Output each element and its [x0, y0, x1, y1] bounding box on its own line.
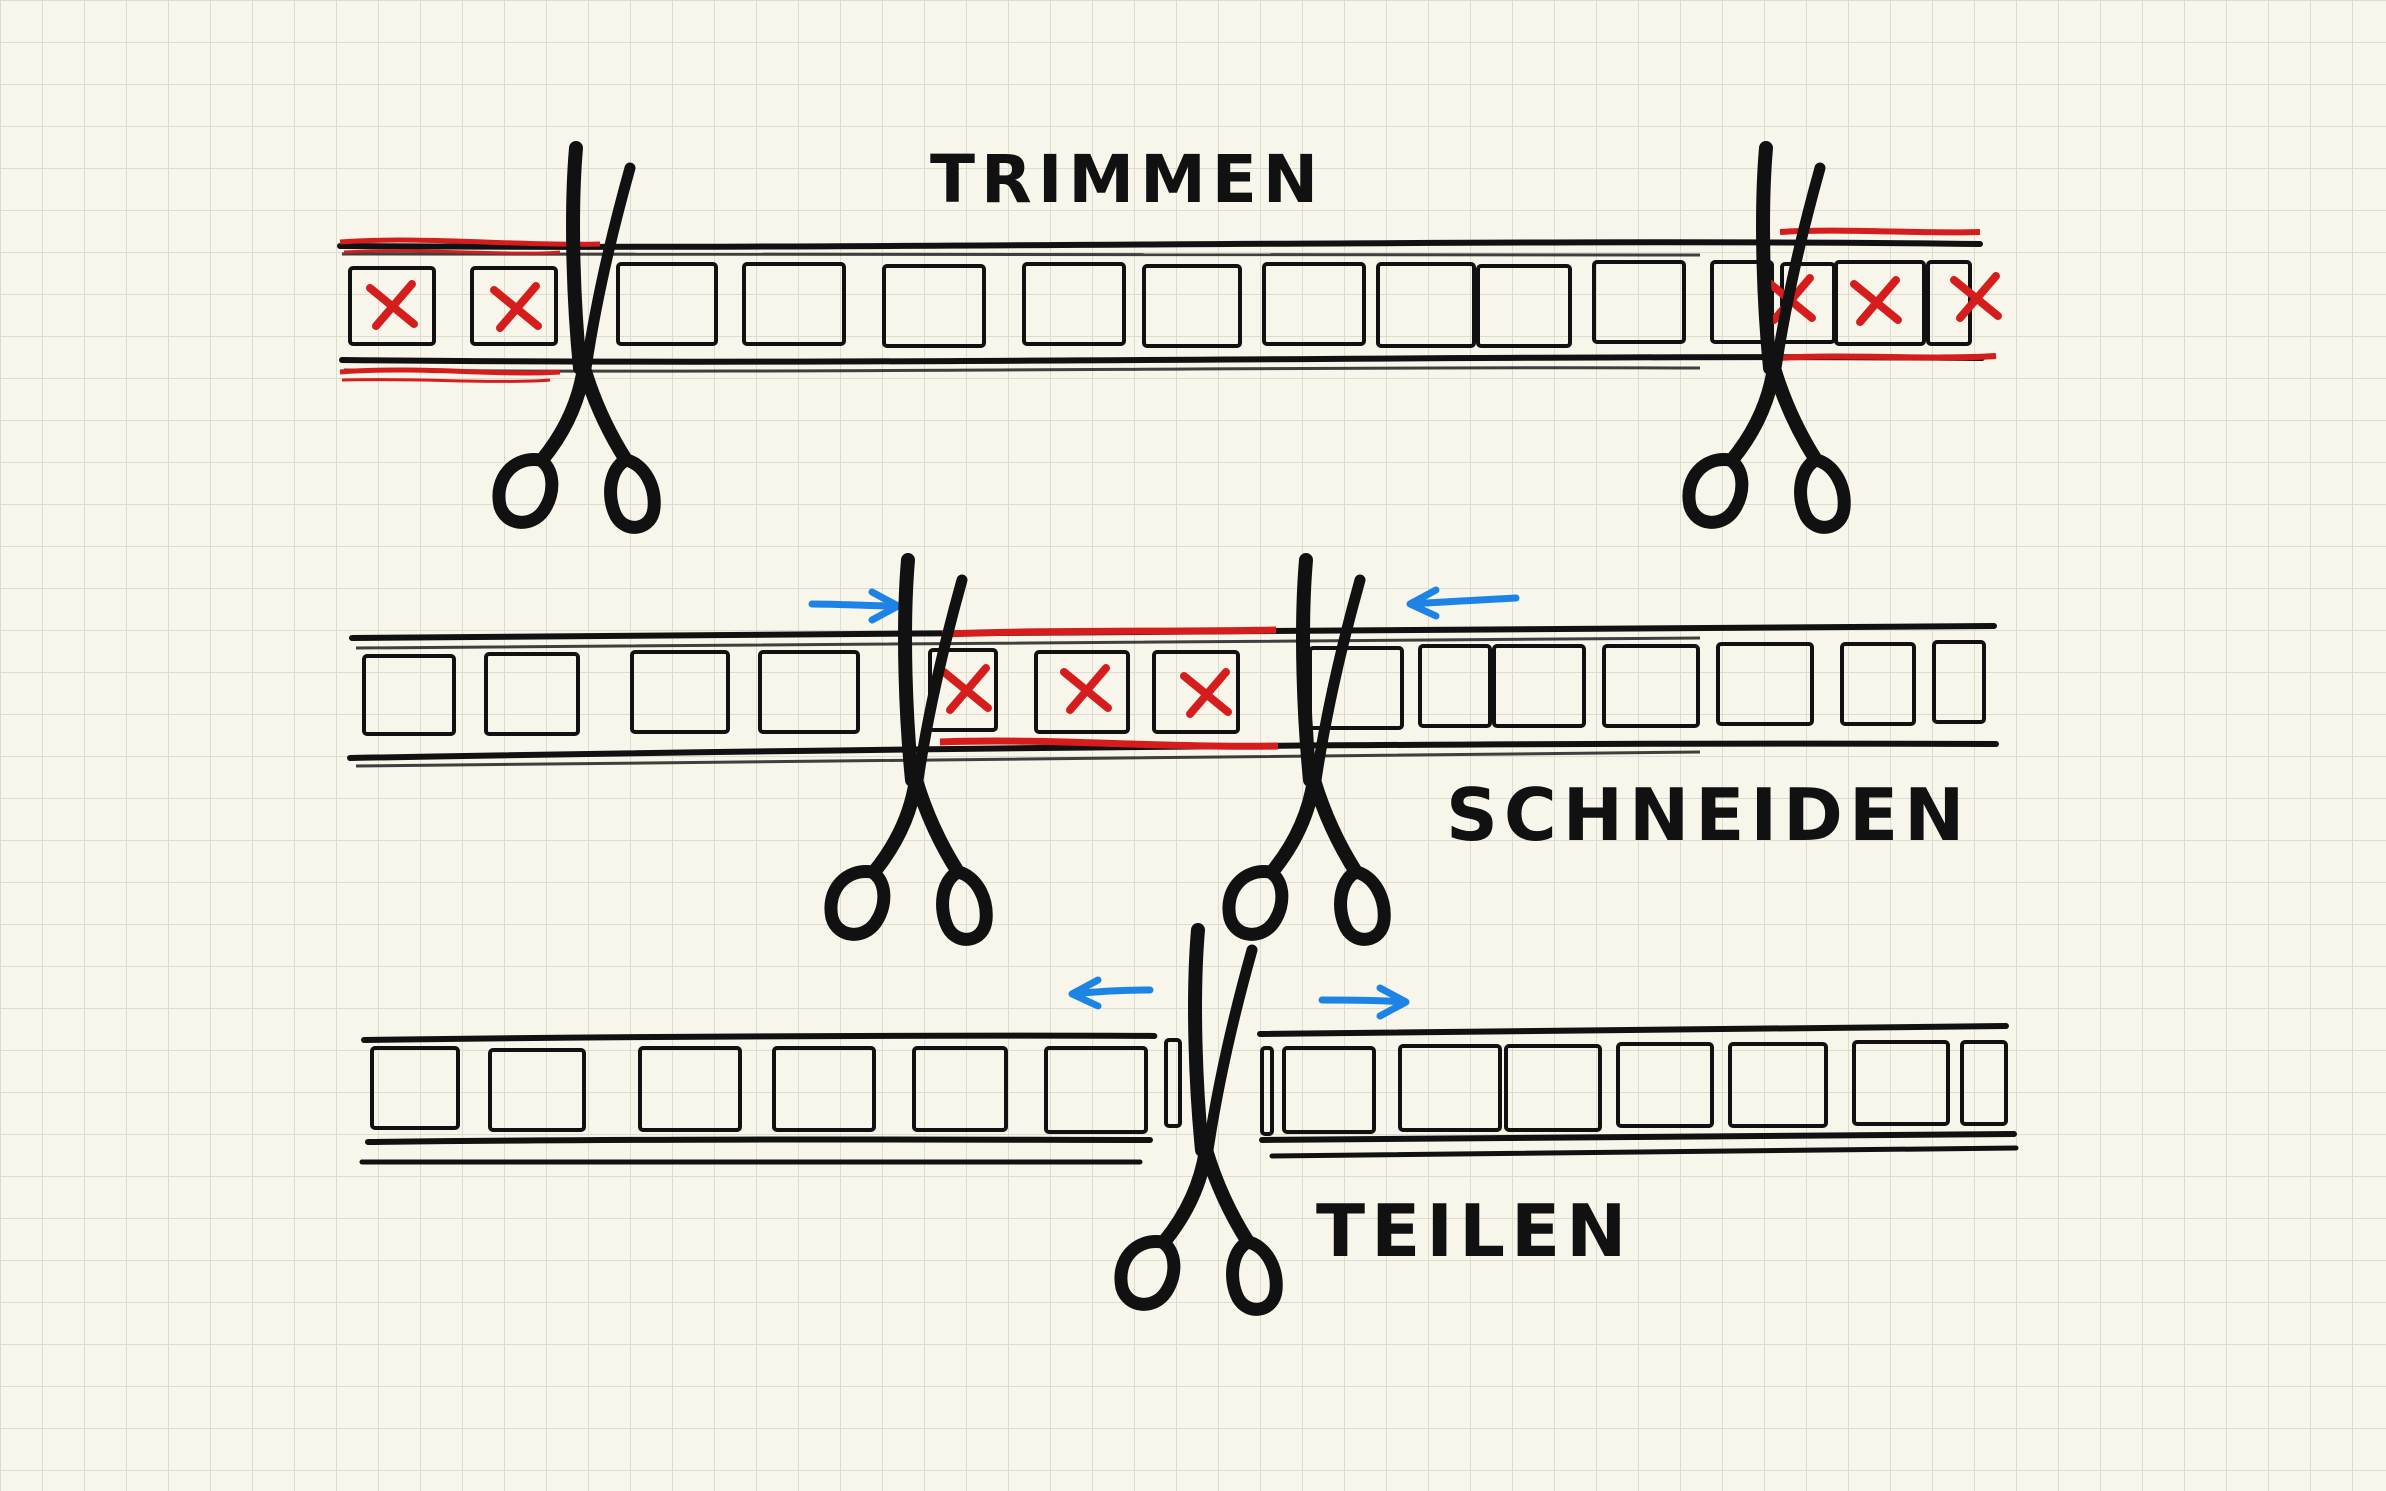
- film-frame: [484, 652, 580, 736]
- cut-film-strip: [347, 560, 1999, 939]
- film-frame: [470, 266, 558, 346]
- film-frame: [1840, 642, 1916, 726]
- cut-arrow-right: [808, 588, 902, 624]
- film-frame: [1262, 262, 1366, 346]
- film-frame: [348, 266, 436, 346]
- cut-removed-middle: [939, 626, 1279, 750]
- film-frame: [1504, 1044, 1602, 1132]
- film-frame: [1616, 1042, 1714, 1128]
- film-frame: [1260, 1046, 1274, 1136]
- film-frame: [1398, 1044, 1502, 1132]
- film-frame: [1044, 1046, 1148, 1134]
- split-arrow-left: [1068, 976, 1154, 1010]
- film-frame: [1602, 644, 1700, 728]
- film-frame: [1852, 1040, 1950, 1126]
- film-frame: [1376, 262, 1476, 348]
- film-frame: [638, 1046, 742, 1132]
- film-frame: [758, 650, 860, 734]
- film-frame: [362, 654, 456, 736]
- film-frame: [488, 1048, 586, 1132]
- trim-film-strip: [337, 148, 1998, 527]
- scissors-icon: [499, 148, 654, 527]
- film-frame: [1932, 640, 1986, 724]
- split-section: TEILEN: [359, 930, 2019, 1309]
- film-frame: [1716, 642, 1814, 726]
- remove-cross-icon: [1184, 672, 1228, 714]
- remove-cross-icon: [1064, 668, 1108, 710]
- film-frame: [772, 1046, 876, 1132]
- film-frame: [1418, 644, 1492, 728]
- film-frame: [742, 262, 846, 346]
- film-frame: [1592, 260, 1686, 344]
- trim-label: TRIMMEN: [930, 141, 1324, 218]
- split-film-strip: [359, 930, 2019, 1309]
- remove-cross-icon: [1954, 276, 1998, 318]
- film-frame: [370, 1046, 460, 1130]
- trim-section: TRIMMEN: [337, 141, 1998, 527]
- film-frame: [1492, 644, 1586, 728]
- remove-cross-icon: [494, 286, 538, 328]
- film-frame: [1834, 260, 1926, 346]
- film-frame: [616, 262, 718, 346]
- remove-cross-icon: [370, 284, 414, 326]
- remove-cross-icon: [1854, 280, 1898, 322]
- film-frame: [1164, 1038, 1182, 1128]
- film-frame: [1960, 1040, 2008, 1126]
- cut-label: SCHNEIDEN: [1446, 773, 1970, 857]
- split-label: TEILEN: [1316, 1189, 1632, 1273]
- film-frame: [1142, 264, 1242, 348]
- film-frame: [1282, 1046, 1376, 1134]
- film-frame: [1926, 260, 1972, 346]
- split-arrow-right: [1318, 984, 1410, 1020]
- film-frame: [1476, 264, 1572, 348]
- remove-cross-icon: [944, 668, 988, 710]
- film-frame: [630, 650, 730, 734]
- film-frame: [1022, 262, 1126, 346]
- film-frame: [882, 264, 986, 348]
- film-frame: [1034, 650, 1130, 734]
- film-frame: [1152, 650, 1240, 734]
- cut-arrow-left: [1406, 586, 1520, 620]
- cut-section: SCHNEIDEN: [347, 560, 1999, 939]
- film-frame: [1728, 1042, 1828, 1128]
- film-frame: [912, 1046, 1008, 1132]
